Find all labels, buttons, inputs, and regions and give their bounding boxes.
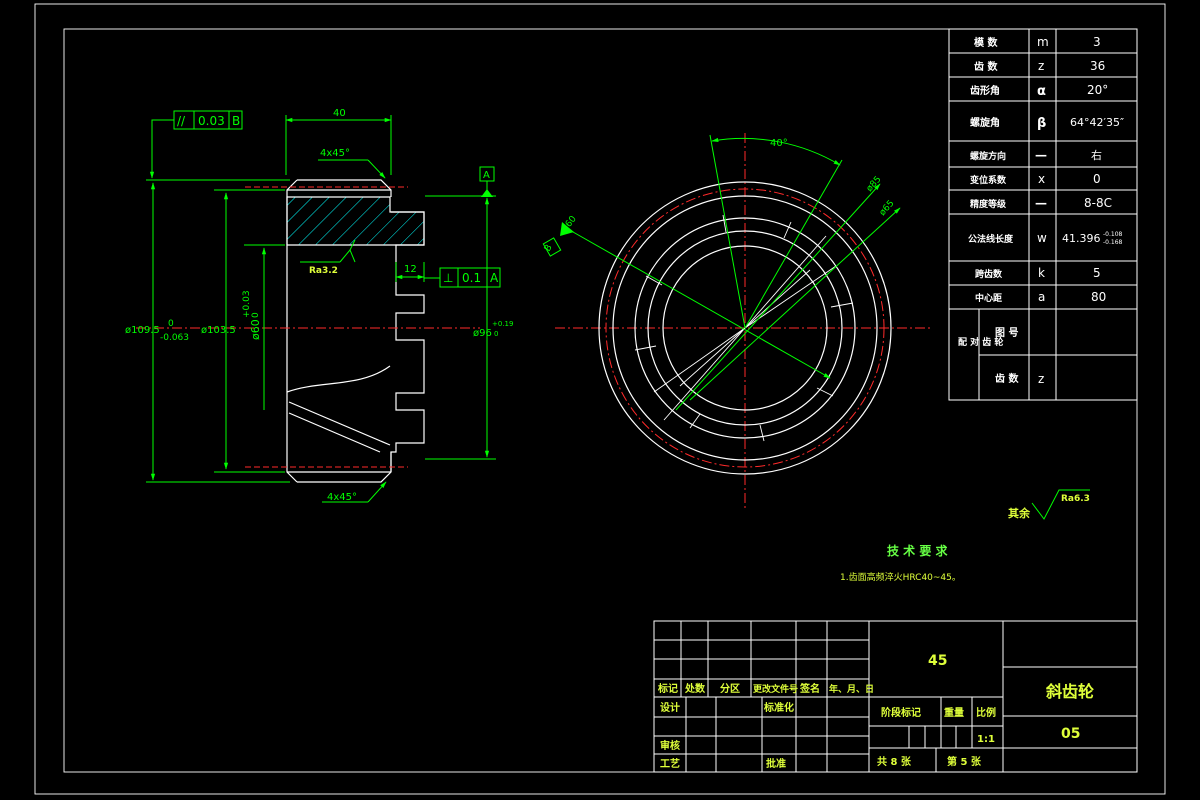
param-val-accuracy-grade: 8-8C: [1084, 196, 1112, 210]
param-name-pressure-angle: 齿形角: [970, 84, 1000, 97]
tb-total-sheets: 共 8 张: [877, 755, 912, 768]
roughness-section: Ra3.2: [309, 266, 338, 276]
dim-12: 12: [404, 264, 417, 275]
param-sym-teeth: z: [1038, 59, 1044, 73]
param-sym-pressure-angle: α: [1037, 84, 1046, 99]
tb-count: 处数: [684, 682, 706, 695]
param-val-shift-coefficient: 0: [1093, 172, 1101, 186]
tb-drawing-no: 05: [1061, 726, 1080, 742]
gear-parameter-table: 模 数 m 3 齿 数 z 36 齿形角 α 20° 螺旋角 β 64°42′3…: [948, 28, 1138, 401]
tb-part-name: 斜齿轮: [1045, 682, 1094, 701]
tb-material: 45: [928, 653, 947, 669]
dim-dia-109-5: ø109.5: [125, 325, 160, 336]
param-name-helix-direction: 螺旋方向: [970, 150, 1006, 162]
tb-scale-value: 1:1: [977, 734, 995, 745]
param-val-teeth: 36: [1090, 59, 1105, 73]
dim-dia-60: ø60: [249, 319, 262, 340]
param-sym-helix-angle: β: [1037, 116, 1046, 131]
side-view: 40 4x45° 4x45° // 0.03 B ø109.5 0 -0.063…: [125, 108, 513, 503]
mate-gear-label: 配 对 齿 轮: [958, 336, 1003, 348]
mate-teeth-label: 齿 数: [995, 372, 1019, 385]
tb-standardize: 标准化: [763, 701, 794, 714]
param-tol-lo-base-tangent-length: -0.168: [1103, 239, 1123, 246]
dim-chamfer-top: 4x45°: [320, 148, 350, 159]
dim-dia-109-5-tol-up: 0: [168, 319, 174, 329]
param-sym-module: m: [1037, 35, 1049, 49]
datum-a-label: A: [483, 170, 490, 181]
tb-stage-mark: 阶段标记: [881, 706, 921, 719]
roughness-rest-label: 其余: [1008, 506, 1031, 520]
param-val-pressure-angle: 20°: [1087, 83, 1108, 97]
title-block: 标记 处数 分区 更改文件号 签名 年、月、日 设计 标准化 审核 工艺 批准 …: [653, 620, 1138, 773]
param-sym-base-tangent-length: w: [1037, 231, 1047, 245]
roughness-rest-value: Ra6.3: [1061, 494, 1090, 504]
dim-angle-40: 40°: [770, 138, 788, 149]
tb-weight: 重量: [944, 706, 964, 719]
dim-dia-96-tol-lo: 0: [494, 330, 498, 338]
tb-sheet-no: 第 5 张: [947, 755, 982, 768]
dim-dia-60-tol-lo: 0: [251, 312, 261, 318]
param-val-helix-direction: 右: [1091, 148, 1102, 162]
dim-dia-103-5: ø103.5: [201, 325, 236, 336]
mate-drawing-no-label: 图 号: [995, 327, 1018, 339]
param-name-module: 模 数: [974, 36, 998, 49]
param-sym-center-distance: a: [1038, 290, 1045, 304]
tb-scale: 比例: [976, 706, 996, 719]
param-sym-helix-direction: —: [1035, 148, 1047, 162]
tol-perp-datum: A: [490, 271, 499, 285]
param-val-base-tangent-length: 41.396: [1062, 232, 1101, 245]
dim-dia-60-front: ø60: [560, 214, 578, 234]
dim-chamfer-bottom: 4x45°: [327, 492, 357, 503]
param-name-span-teeth: 跨齿数: [975, 268, 1003, 280]
tb-mark: 标记: [657, 682, 678, 695]
tol-parallel-datum: B: [232, 114, 240, 128]
dim-dia-109-5-tol-lo: -0.063: [160, 333, 189, 343]
mate-teeth-value: z: [1038, 372, 1044, 386]
front-view: 40° ø85 ø65 ø60 B: [542, 133, 932, 508]
param-val-span-teeth: 5: [1093, 266, 1101, 280]
tech-req-title: 技 术 要 求: [887, 543, 949, 558]
datum-b-label: B: [543, 243, 555, 253]
tb-review: 审核: [660, 739, 680, 752]
dim-dia-96-tol-up: +0.19: [492, 320, 513, 328]
param-name-accuracy-grade: 精度等级: [970, 198, 1007, 210]
param-name-helix-angle: 螺旋角: [970, 116, 1000, 129]
param-sym-accuracy-grade: —: [1035, 196, 1047, 210]
tb-approve: 批准: [766, 757, 786, 770]
technical-requirements: 技 术 要 求 1.齿面高频淬火HRC40~45。: [840, 543, 961, 583]
param-name-teeth: 齿 数: [974, 60, 998, 73]
param-tol-up-base-tangent-length: -0.108: [1103, 231, 1123, 238]
tb-change-doc: 更改文件号: [753, 683, 798, 695]
param-sym-shift-coefficient: x: [1038, 172, 1045, 186]
tol-parallel-symbol: //: [177, 114, 186, 128]
tol-perp-symbol: ⊥: [443, 271, 453, 285]
tb-signature: 签名: [799, 682, 820, 695]
tb-date: 年、月、日: [829, 683, 874, 695]
dim-width-40: 40: [333, 108, 346, 119]
param-name-base-tangent-length: 公法线长度: [968, 233, 1014, 245]
param-val-module: 3: [1093, 35, 1101, 49]
param-name-shift-coefficient: 变位系数: [970, 174, 1007, 186]
tol-perp-value: 0.1: [462, 271, 481, 285]
general-roughness-note: 其余 Ra6.3: [1008, 489, 1090, 520]
param-sym-span-teeth: k: [1038, 266, 1045, 280]
tb-zone: 分区: [720, 682, 740, 695]
hatched-section: [286, 196, 425, 246]
dim-dia-85: ø85: [865, 175, 884, 194]
dim-dia-65: ø65: [878, 199, 897, 218]
dim-dia-60-tol-up: +0.03: [242, 290, 252, 318]
tb-process: 工艺: [660, 757, 680, 770]
param-val-center-distance: 80: [1091, 290, 1106, 304]
outer-border: [34, 3, 1166, 795]
dim-dia-96: ø96: [473, 328, 492, 339]
param-val-helix-angle: 64°42′35″: [1070, 116, 1124, 129]
tech-req-line-1: 1.齿面高频淬火HRC40~45。: [840, 571, 961, 583]
param-name-center-distance: 中心距: [975, 292, 1002, 304]
tb-design: 设计: [660, 701, 680, 714]
tol-parallel-value: 0.03: [198, 114, 225, 128]
